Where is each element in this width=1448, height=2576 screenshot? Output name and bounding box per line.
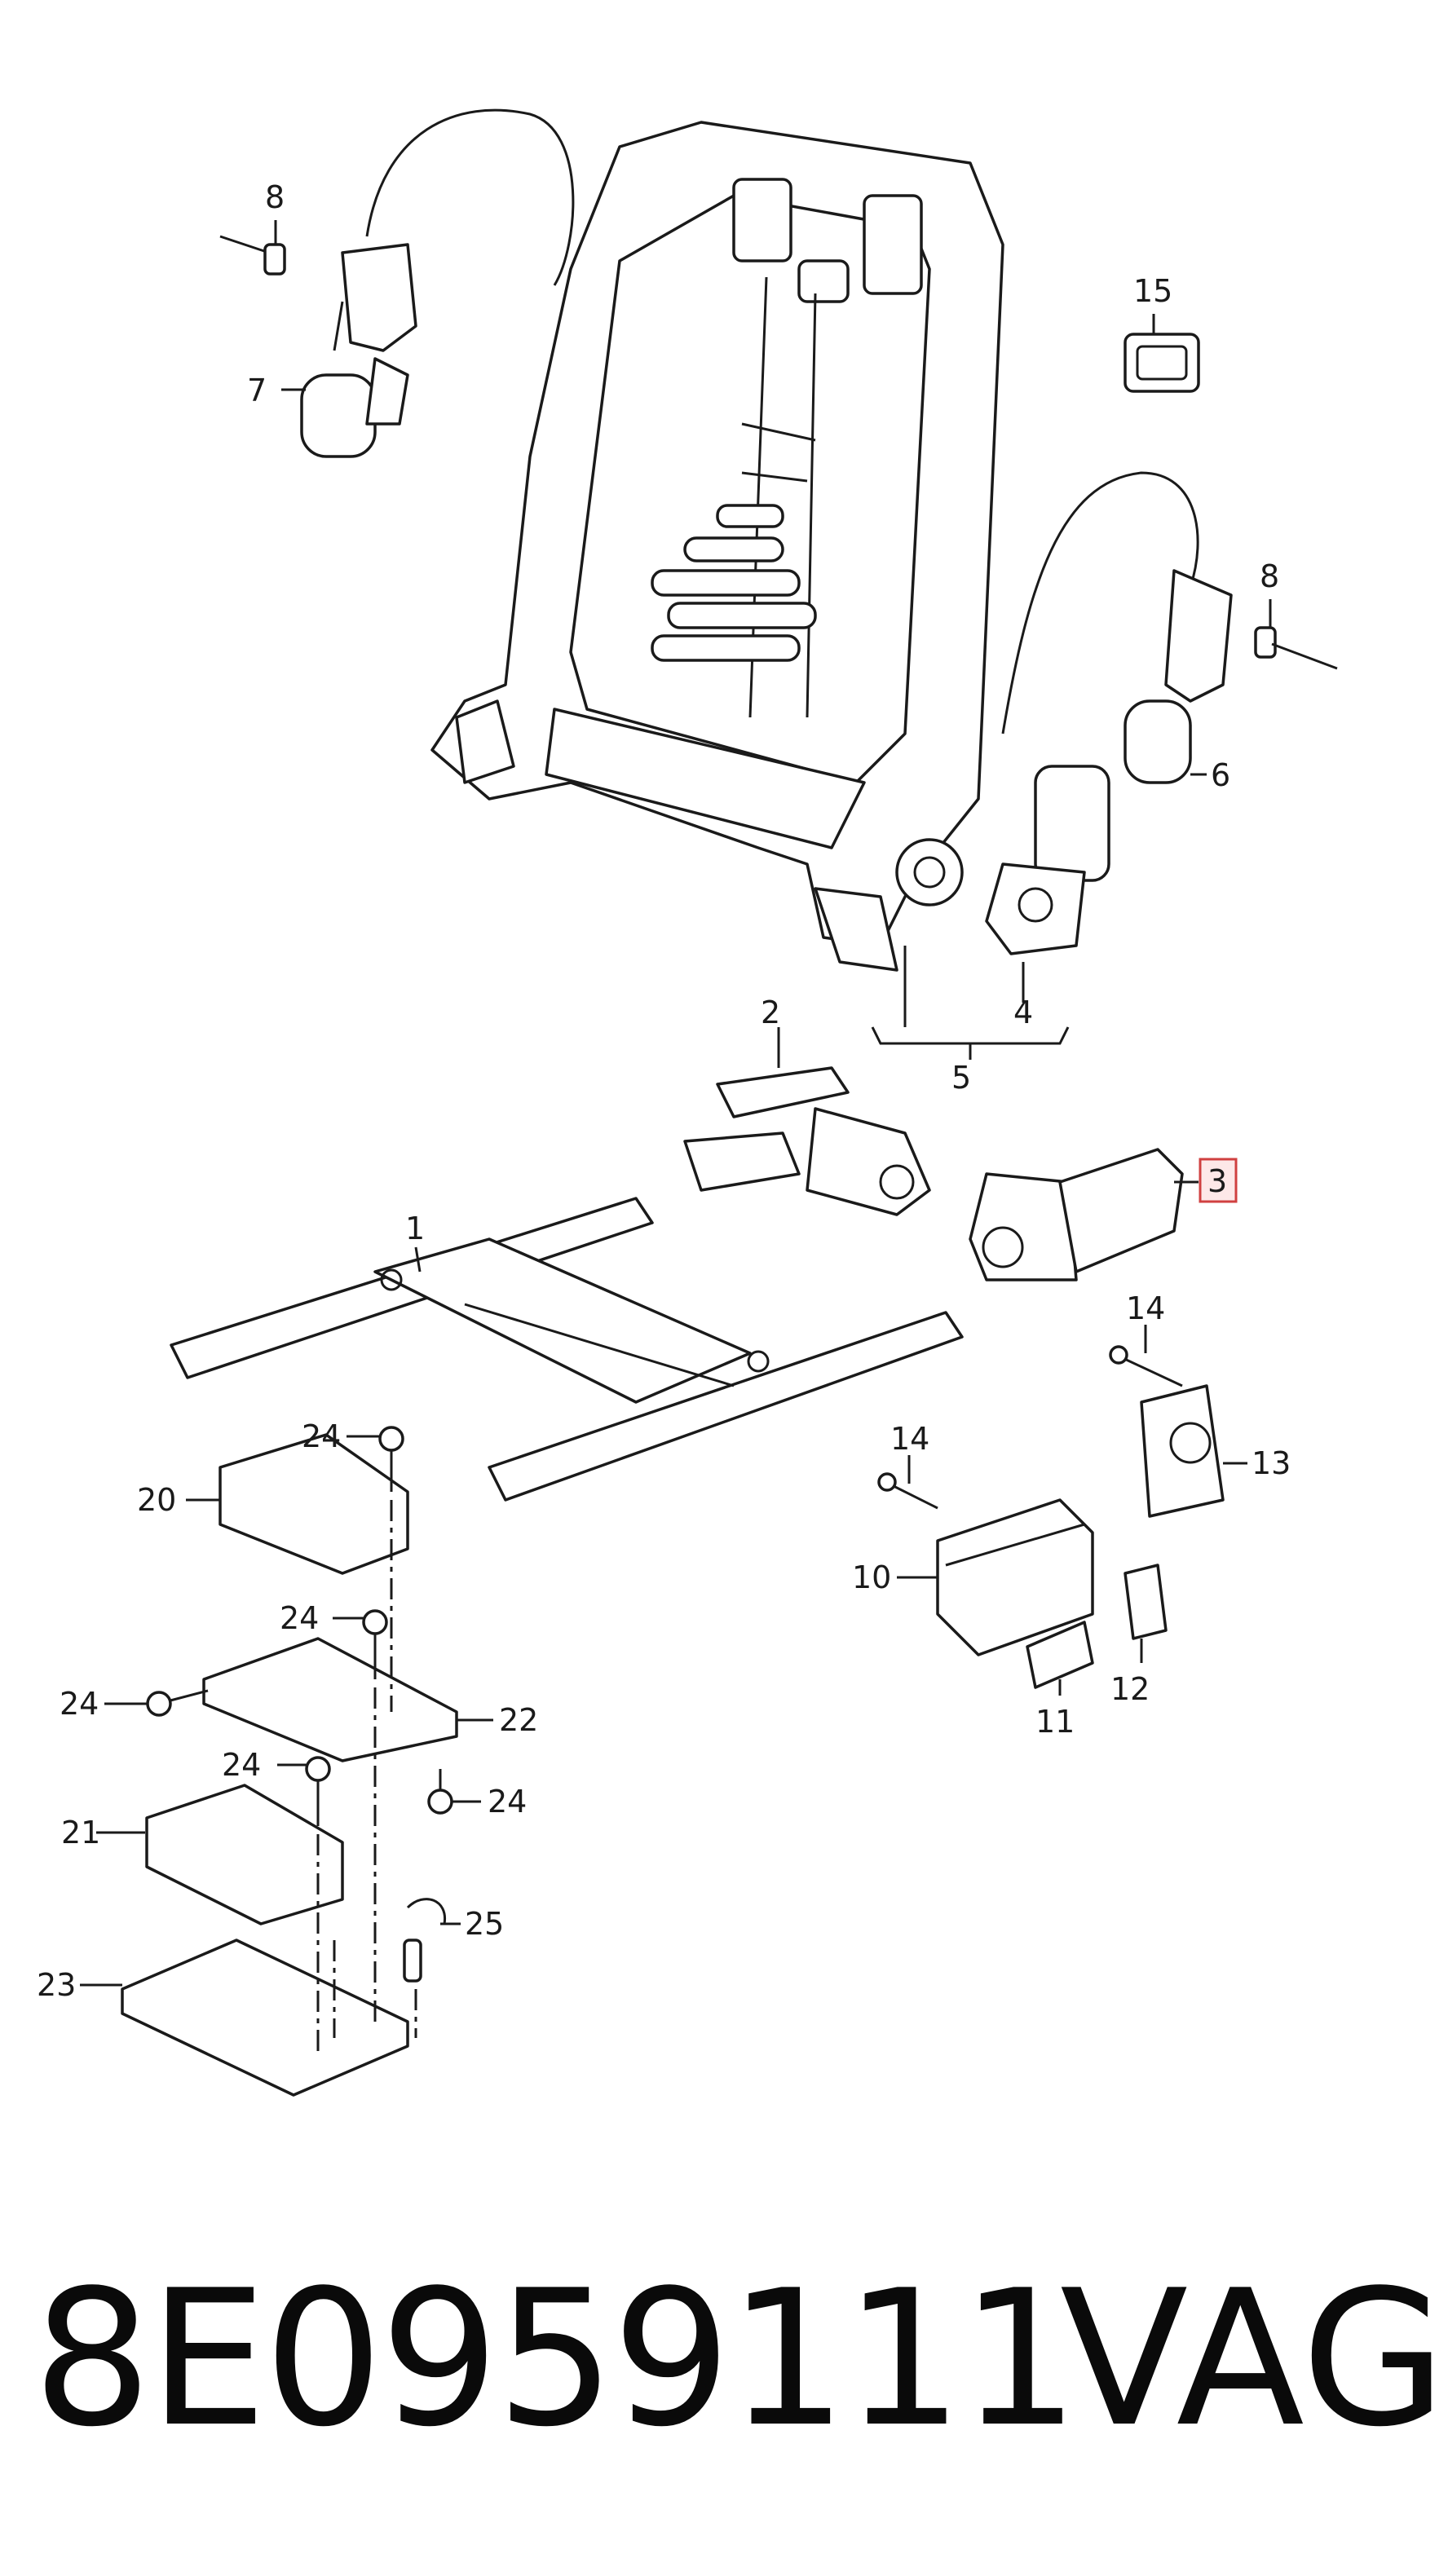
part-20-module xyxy=(219,1433,409,1575)
callout-24-c: 24 xyxy=(60,1686,99,1722)
callout-1: 1 xyxy=(405,1211,425,1246)
callout-14-upper: 14 xyxy=(1126,1290,1165,1326)
callout-14-lower: 14 xyxy=(890,1421,929,1457)
part-number: 8E0959111 xyxy=(33,2251,1079,2468)
part-13-switch xyxy=(1140,1384,1225,1518)
part-22-bracket xyxy=(202,1637,458,1762)
part-3-motor xyxy=(969,1148,1184,1281)
callout-10: 10 xyxy=(852,1559,891,1595)
lumbar-support xyxy=(651,504,817,662)
callout-4: 4 xyxy=(1013,995,1033,1030)
callout-21: 21 xyxy=(61,1815,100,1850)
part-15-cap xyxy=(1124,333,1200,393)
callout-24-b: 24 xyxy=(280,1600,319,1636)
part-1-seat-rails xyxy=(170,1197,964,1502)
callout-20: 20 xyxy=(137,1482,176,1518)
part-4-motor xyxy=(985,765,1110,955)
callout-7: 7 xyxy=(247,373,267,408)
callout-11: 11 xyxy=(1035,1704,1075,1740)
highlight-box xyxy=(1199,1158,1238,1203)
callout-2: 2 xyxy=(761,995,780,1030)
leader-lines xyxy=(80,220,1272,1987)
part-23-tray xyxy=(121,1939,409,2097)
seat-back-frame xyxy=(430,121,1004,972)
part-14-screw-upper xyxy=(1109,1345,1183,1387)
assembly-center-lines xyxy=(316,1500,417,2054)
callout-24-a: 24 xyxy=(302,1418,341,1454)
part-5-bracket-line xyxy=(871,946,1070,1060)
callout-22: 22 xyxy=(499,1702,538,1738)
part-8-pin-right xyxy=(1254,626,1338,670)
callout-24-e: 24 xyxy=(488,1784,527,1820)
part-2-motor xyxy=(683,1066,931,1216)
callout-8-right: 8 xyxy=(1260,558,1279,594)
part-6-actuator xyxy=(1001,471,1233,784)
part-14-screw-lower xyxy=(877,1472,938,1510)
callout-12: 12 xyxy=(1110,1671,1150,1707)
part-10-control-unit xyxy=(936,1498,1094,1656)
callout-25: 25 xyxy=(465,1906,504,1942)
part-8-pin-left xyxy=(219,235,286,276)
callout-3: 3 xyxy=(1207,1163,1227,1199)
part-11-knob xyxy=(1026,1621,1094,1689)
part-7-actuator xyxy=(300,108,575,458)
callout-24-d: 24 xyxy=(222,1747,261,1783)
callout-6: 6 xyxy=(1211,757,1230,793)
callout-13: 13 xyxy=(1252,1445,1291,1481)
callout-8-left: 8 xyxy=(265,179,285,215)
part-21-module xyxy=(145,1784,344,1925)
brand-name: VAG xyxy=(1060,2251,1447,2468)
callout-5: 5 xyxy=(951,1060,971,1096)
callout-labels: 8 7 15 8 6 4 5 2 3 1 14 13 14 10 12 11 2… xyxy=(37,179,1291,2003)
callout-23: 23 xyxy=(37,1967,76,2003)
callout-15: 15 xyxy=(1133,273,1172,309)
part-25-clip xyxy=(403,1898,446,1983)
part-12-knob xyxy=(1124,1564,1168,1640)
